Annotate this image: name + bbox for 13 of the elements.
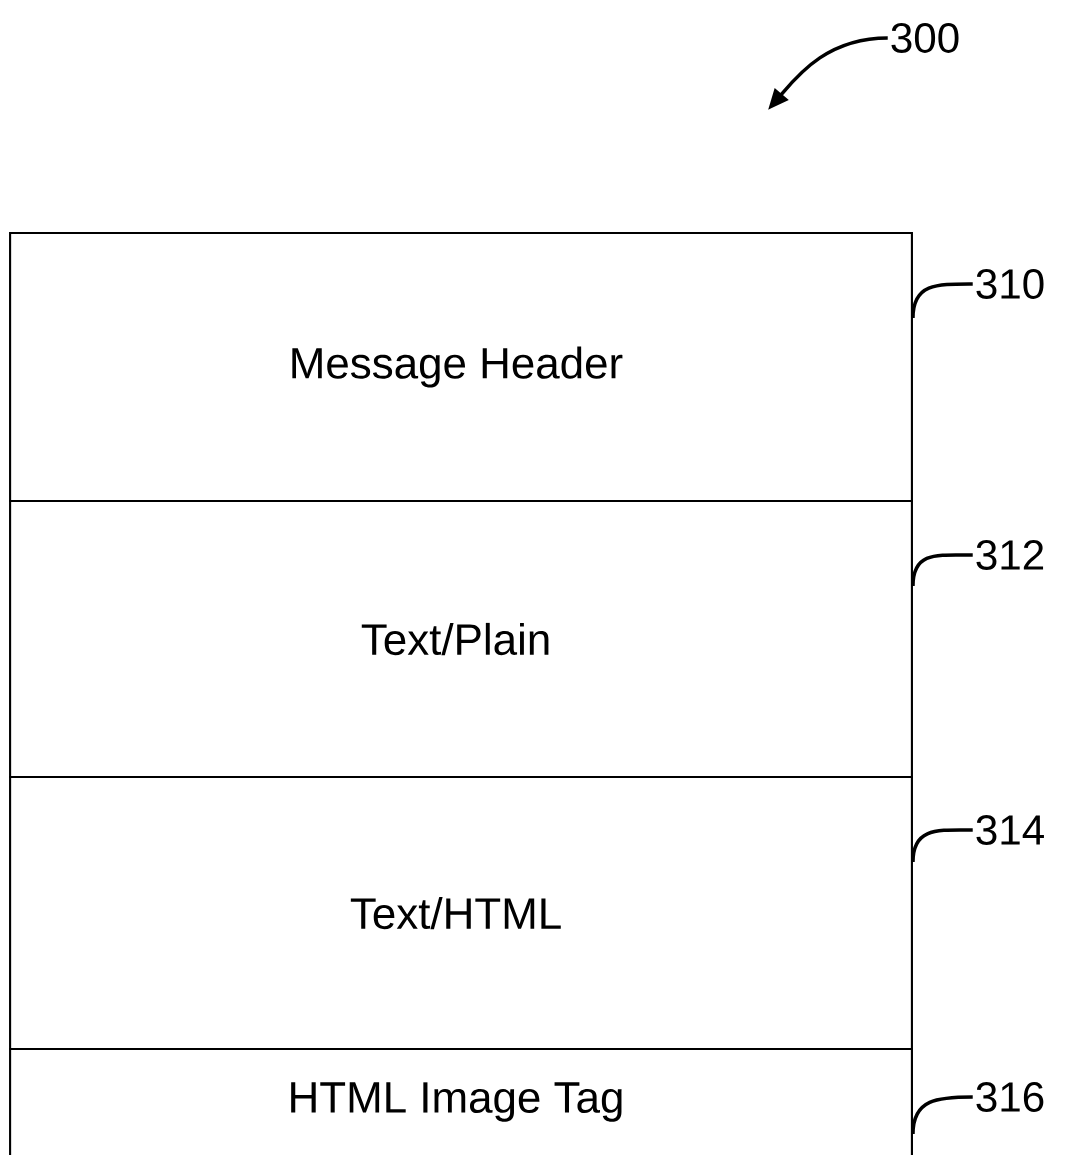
callout-number: 312 <box>976 540 1044 570</box>
leader-line <box>911 828 973 863</box>
leader-line <box>911 1095 973 1135</box>
callout-number: 300 <box>891 23 959 53</box>
callout-number: 310 <box>976 269 1044 299</box>
layer-box: Text/HTML <box>9 775 913 1051</box>
leader-line <box>911 553 973 587</box>
callout-number: 316 <box>976 1082 1044 1112</box>
leader-line <box>911 282 973 319</box>
layer-box: HTML Image Tag <box>9 1047 913 1155</box>
layer-box: Text/Plain <box>9 499 913 779</box>
layer-box: Message Header <box>9 231 913 503</box>
callout-number: 314 <box>976 815 1044 845</box>
